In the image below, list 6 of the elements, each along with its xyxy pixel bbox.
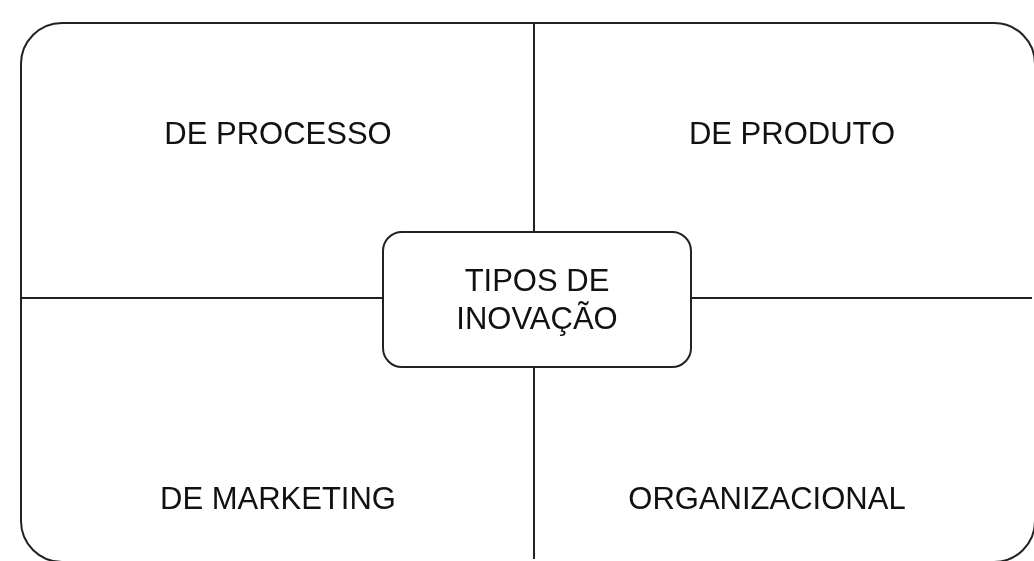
quadrant-label: DE PRODUTO: [688, 116, 896, 152]
frame-panel: [20, 22, 1034, 561]
quadrant-label: ORGANIZACIONAL: [628, 481, 906, 517]
title-box: TIPOS DE INOVAÇÃO: [382, 231, 692, 368]
quadrant-label: DE MARKETING: [160, 481, 396, 517]
quadrant-label: DE PROCESSO: [164, 116, 392, 152]
